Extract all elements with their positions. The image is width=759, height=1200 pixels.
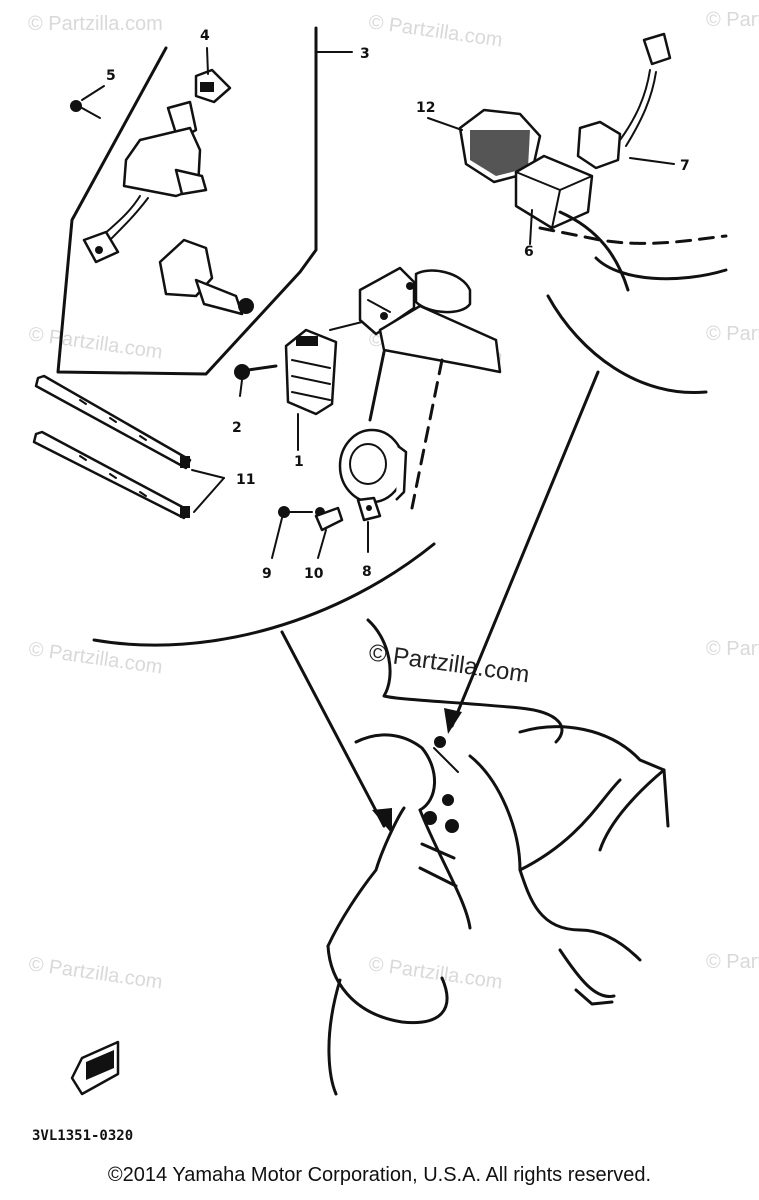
watermark: © Partzilla.com xyxy=(706,9,759,31)
part-12-flasher xyxy=(458,108,542,184)
copyright-notice: ©2014 Yamaha Motor Corporation, U.S.A. A… xyxy=(107,1164,652,1186)
watermark: © Partzilla.com xyxy=(27,323,164,364)
leader-12 xyxy=(427,117,463,131)
pointer-arrow-left xyxy=(280,630,386,828)
frame-dashed-line xyxy=(538,226,728,245)
watermark: © Partzilla.com xyxy=(27,953,164,994)
key-cylinder xyxy=(158,238,254,316)
horn-bracket xyxy=(329,266,502,374)
diagram-code: 3VL1351-0320 xyxy=(32,1128,133,1144)
part-6-box xyxy=(514,154,594,230)
callout-labels: 4 5 3 12 7 6 2 1 11 9 10 8 xyxy=(106,28,690,582)
callout-4: 4 xyxy=(200,28,210,44)
callout-10: 10 xyxy=(304,566,324,582)
callout-6: 6 xyxy=(524,244,534,260)
part-2-bolt xyxy=(234,364,278,397)
group-outline-curve xyxy=(92,542,436,647)
pointer-arrow-right xyxy=(450,370,600,728)
arrowhead xyxy=(444,708,462,734)
callout-1: 1 xyxy=(294,454,304,470)
watermark: © Partzilla.com xyxy=(367,11,504,52)
callout-5: 5 xyxy=(106,68,116,84)
mount-dashed-line xyxy=(410,358,444,510)
watermark: © Partzilla.com xyxy=(706,638,759,660)
frame-line-2 xyxy=(594,256,728,281)
scooter-outline xyxy=(326,618,670,1096)
part-5-screw xyxy=(70,85,105,119)
callout-8: 8 xyxy=(362,564,372,580)
leader-6 xyxy=(529,209,533,245)
arrowhead xyxy=(372,808,392,834)
callout-11: 11 xyxy=(236,472,255,488)
center-watermark: © Partzilla.com xyxy=(367,639,531,688)
watermark: © Partzilla.com xyxy=(28,13,163,35)
part-4-cap xyxy=(194,47,232,104)
part-8-horn xyxy=(338,428,408,522)
part-1-regulator xyxy=(284,328,338,416)
callout-2: 2 xyxy=(232,420,242,436)
group-3-bracket xyxy=(56,26,318,376)
watermark: © Partzilla.com xyxy=(706,323,759,345)
frame-line xyxy=(558,210,630,292)
mount-line xyxy=(368,350,386,422)
frame-curve xyxy=(546,294,708,395)
callout-7: 7 xyxy=(680,158,690,174)
part-9-bolt xyxy=(271,506,313,559)
callout-9: 9 xyxy=(262,566,272,582)
forward-arrow-icon xyxy=(70,1040,120,1096)
watermark: © Partzilla.com xyxy=(367,953,504,994)
callout-3: 3 xyxy=(360,46,370,62)
part-11-cable-ties xyxy=(32,374,225,520)
part-10-washer xyxy=(314,506,344,559)
callout-12: 12 xyxy=(416,100,435,116)
part-7-relay xyxy=(576,32,675,170)
main-switch xyxy=(82,100,208,264)
watermark: © Partzilla.com xyxy=(706,951,759,973)
